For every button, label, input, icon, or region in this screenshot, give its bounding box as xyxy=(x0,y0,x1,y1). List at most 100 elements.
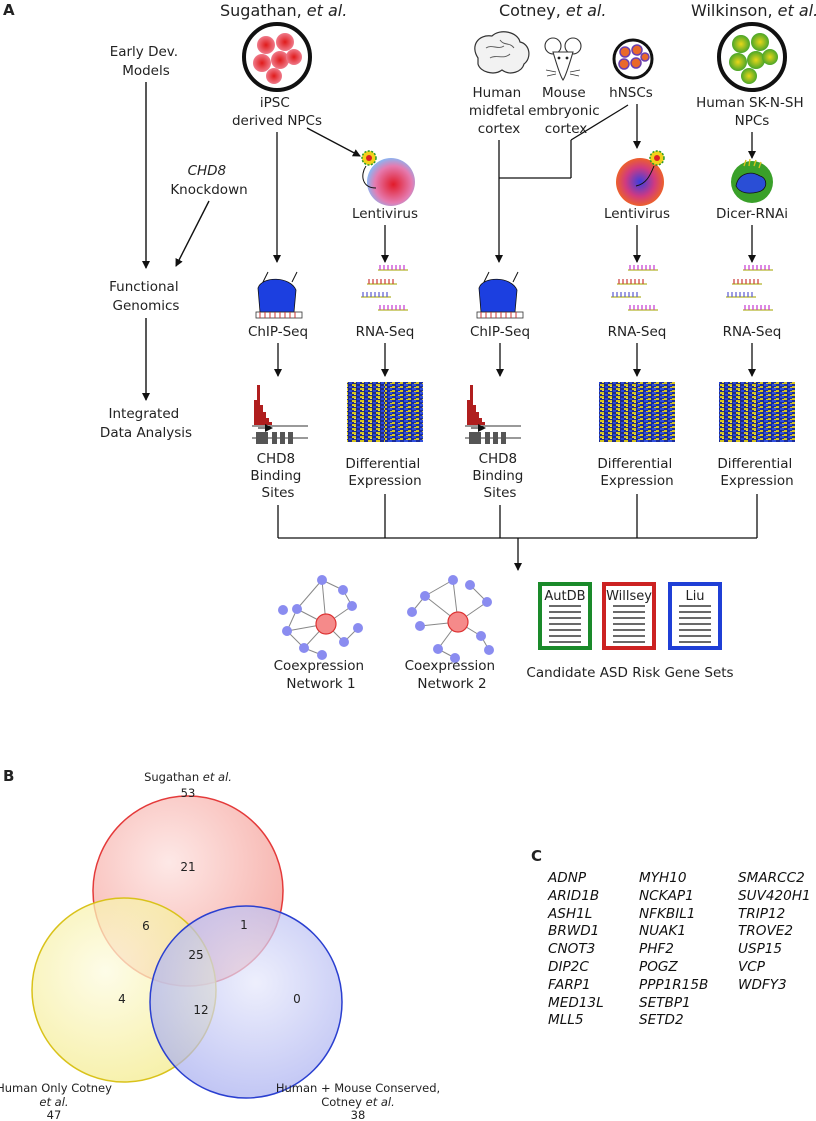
network-2-label: Coexpression Network 2 xyxy=(405,658,500,692)
rna-seq-icon-sugathan xyxy=(361,265,408,311)
rna-seq-label-wilkinson: RNA-Seq xyxy=(723,324,782,340)
chip-seq-label-cotney: ChIP-Seq xyxy=(470,324,530,340)
dicer-rnai-icon xyxy=(731,158,773,203)
venn-circle-human-mouse xyxy=(149,905,343,1099)
venn-count-only-mouse: 0 xyxy=(293,992,301,1006)
venn-total-sugathan: 53 xyxy=(181,786,196,800)
mouse-cortex-label: Mouse embryonic cortex xyxy=(528,85,604,137)
lentivirus-icon-sugathan xyxy=(361,150,415,206)
gene-item: CNOT3 xyxy=(548,941,596,958)
gene-item: MLL5 xyxy=(548,1012,584,1029)
gene-set-liu-icon xyxy=(668,582,722,650)
heatmap-wilkinson xyxy=(719,382,795,442)
gene-set-autdb-icon xyxy=(538,582,592,650)
gene-set-willsey-label: Willsey xyxy=(606,589,652,604)
venn-count-sugathan-human: 6 xyxy=(142,919,150,933)
panel-label-a: A xyxy=(3,1,15,19)
hnsc-dish-icon xyxy=(612,38,654,80)
gene-item: SETBP1 xyxy=(639,994,691,1011)
gene-set-willsey-icon xyxy=(602,582,656,650)
flow-arrow-knockdown xyxy=(175,200,210,267)
gene-item: POGZ xyxy=(639,958,678,975)
venn-total-human-mouse: 38 xyxy=(351,1108,366,1121)
gene-item: SUV420H1 xyxy=(738,887,811,904)
venn-total-human-only: 47 xyxy=(47,1108,62,1121)
lentivirus-label-sugathan: Lentivirus xyxy=(352,206,418,222)
venn-label-human-only-etal: et al. xyxy=(39,1095,68,1109)
human-cortex-label: Human midfetal cortex xyxy=(469,85,529,137)
venn-label-human-mouse-2: Cotney et al. xyxy=(321,1095,395,1109)
venn-count-sugathan-mouse: 1 xyxy=(240,918,248,932)
gene-list: ADNP ARID1B ASH1L BRWD1 CNOT3 DIP2C FARP… xyxy=(548,870,816,1030)
gene-column-3: SMARCC2 SUV420H1 TRIP12 TROVE2 USP15 VCP… xyxy=(738,870,816,1030)
human-brain-icon xyxy=(474,31,530,74)
integrated-analysis-label: Integrated Data Analysis xyxy=(100,406,192,441)
gene-column-2: MYH10 NCKAP1 NFKBIL1 NUAK1 PHF2 POGZ PPP… xyxy=(639,870,738,1030)
panel-label-c: C xyxy=(531,847,542,865)
gene-item: SETD2 xyxy=(639,1012,684,1029)
lentivirus-label-cotney: Lentivirus xyxy=(604,206,670,222)
gene-item: WDFY3 xyxy=(738,976,787,993)
gene-item: TROVE2 xyxy=(738,923,793,940)
dicer-rnai-label: Dicer-RNAi xyxy=(716,206,788,222)
gene-item: USP15 xyxy=(738,941,783,958)
diffexp-label-wilkinson: Differential Expression xyxy=(717,456,796,489)
lentivirus-icon-cotney xyxy=(616,150,665,206)
rna-seq-icon-wilkinson xyxy=(726,265,773,311)
gene-set-liu-label: Liu xyxy=(685,589,704,604)
heatmap-cotney xyxy=(599,382,675,442)
gene-item: FARP1 xyxy=(548,976,591,993)
chip-seq-icon-cotney xyxy=(476,271,524,319)
early-dev-label: Early Dev. Models xyxy=(110,44,183,79)
gene-item: MED13L xyxy=(548,994,604,1011)
heatmap-sugathan xyxy=(347,382,423,442)
venn-label-sugathan: Sugathan et al. xyxy=(144,770,232,784)
gene-item: BRWD1 xyxy=(548,923,600,940)
venn-count-all-three: 25 xyxy=(188,948,203,962)
mouse-icon xyxy=(544,37,582,81)
network-1-label: Coexpression Network 1 xyxy=(274,658,369,692)
chd8-knockdown-label: CHD8 Knockdown xyxy=(170,163,247,198)
venn-count-only-sugathan: 21 xyxy=(180,860,195,874)
gene-item: PHF2 xyxy=(639,941,674,958)
gene-item: ADNP xyxy=(548,870,587,886)
chip-seq-label-sugathan: ChIP-Seq xyxy=(248,324,308,340)
study-title-cotney: Cotney, et al. xyxy=(499,1,606,20)
venn-count-human-mouse: 12 xyxy=(193,1003,208,1017)
binding-sites-label-sugathan: CHD8 Binding Sites xyxy=(250,451,305,501)
cotney-merge-lines xyxy=(495,104,641,263)
functional-genomics-label: Functional Genomics xyxy=(109,279,183,314)
merge-bracket xyxy=(277,494,758,571)
binding-plot-sugathan xyxy=(252,385,308,444)
study-title-sugathan: Sugathan, et al. xyxy=(220,1,347,20)
gene-item: SMARCC2 xyxy=(738,870,805,886)
ipsc-label: iPSC derived NPCs xyxy=(232,95,322,129)
study-title-wilkinson: Wilkinson, et al. xyxy=(691,1,816,20)
binding-sites-label-cotney: CHD8 Binding Sites xyxy=(472,451,527,501)
diffexp-label-cotney: Differential Expression xyxy=(597,456,676,489)
gene-item: VCP xyxy=(738,958,765,975)
sksh-dish-icon xyxy=(717,22,787,92)
gene-set-autdb-label: AutDB xyxy=(544,589,585,604)
gene-column-1: ADNP ARID1B ASH1L BRWD1 CNOT3 DIP2C FARP… xyxy=(548,870,639,1030)
rna-seq-label-cotney: RNA-Seq xyxy=(608,324,667,340)
chip-seq-icon-sugathan xyxy=(255,271,303,319)
gene-item: NFKBIL1 xyxy=(639,905,696,922)
gene-sets-caption: Candidate ASD Risk Gene Sets xyxy=(526,665,733,681)
coexpression-network-1-icon xyxy=(278,575,363,660)
ipsc-dish-icon xyxy=(242,22,312,92)
gene-item: ARID1B xyxy=(548,887,600,904)
arrow-ipsc-lentivirus xyxy=(306,127,361,157)
gene-item: ASH1L xyxy=(548,905,593,922)
gene-item: NUAK1 xyxy=(639,923,686,940)
gene-item: MYH10 xyxy=(639,870,687,886)
rna-seq-icon-cotney xyxy=(611,265,658,311)
venn-label-human-only: Human Only Cotney xyxy=(0,1081,112,1095)
venn-diagram xyxy=(31,795,343,1099)
gene-item: DIP2C xyxy=(548,958,589,975)
binding-plot-cotney xyxy=(465,385,521,444)
venn-count-only-human: 4 xyxy=(118,992,126,1006)
diffexp-label-sugathan: Differential Expression xyxy=(345,456,424,489)
panel-label-b: B xyxy=(3,767,14,785)
